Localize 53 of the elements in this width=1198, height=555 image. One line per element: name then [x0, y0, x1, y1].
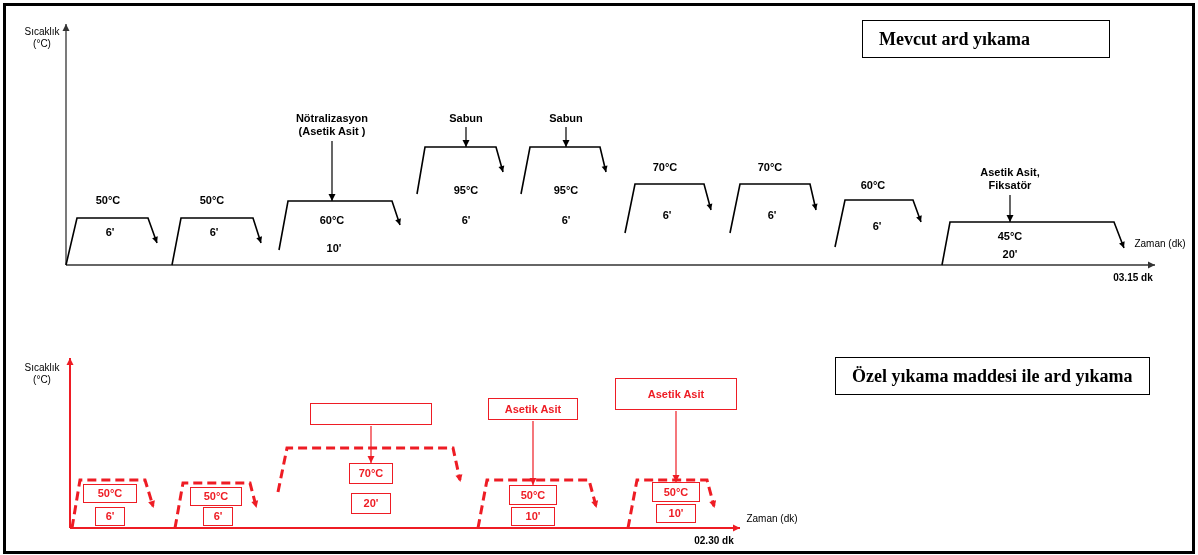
temperature-label: 70°C: [652, 160, 678, 174]
duration-label: 6': [767, 208, 777, 222]
duration-label: 6': [872, 219, 882, 233]
axis-title: Zaman (dk): [1133, 238, 1187, 250]
arrow: [462, 126, 470, 148]
title-box: Özel yıkama maddesi ile ard yıkama: [835, 357, 1150, 395]
duration-label: 6': [105, 225, 115, 239]
chemical-label: Sabun: [545, 112, 587, 125]
arrow: [328, 140, 336, 202]
value-box: 50°C: [509, 485, 557, 505]
chemical-label: Asetik Asit, Fiksatör: [965, 166, 1055, 192]
axis-title: Sıcaklık (°C): [23, 362, 61, 386]
temperature-label: 60°C: [860, 178, 886, 192]
chemical-box: Asetik Asit: [615, 378, 737, 410]
temperature-label: 60°C: [319, 213, 345, 227]
time-total-label: 03.15 dk: [1112, 272, 1154, 284]
duration-label: 20': [1002, 247, 1018, 261]
duration-label: 6': [209, 225, 219, 239]
value-box: 50°C: [190, 487, 242, 506]
value-box: 10': [656, 504, 696, 523]
value-box: 70°C: [349, 463, 393, 484]
temperature-label: 50°C: [199, 193, 225, 207]
value-box: 6': [95, 507, 125, 526]
temperature-label: 45°C: [997, 229, 1023, 243]
arrow: [1006, 194, 1014, 223]
value-box: 50°C: [83, 484, 137, 503]
duration-label: 10': [326, 241, 342, 255]
axis-title: Sıcaklık (°C): [23, 26, 61, 50]
duration-label: 6': [561, 213, 571, 227]
axis-title: Zaman (dk): [745, 513, 799, 525]
temperature-step: [942, 222, 1128, 265]
chemical-label: Sabun: [445, 112, 487, 125]
duration-label: 6': [461, 213, 471, 227]
value-box: 50°C: [652, 482, 700, 502]
temperature-label: 95°C: [553, 183, 579, 197]
empty-box: [310, 403, 432, 425]
duration-label: 6': [662, 208, 672, 222]
value-box: 6': [203, 507, 233, 526]
value-box: 10': [511, 507, 555, 526]
temperature-step: [835, 178, 925, 249]
arrow: [562, 126, 570, 148]
temperature-label: 50°C: [95, 193, 121, 207]
title-box: Mevcut ard yıkama: [862, 20, 1110, 58]
time-total-label: 02.30 dk: [693, 535, 735, 547]
temperature-step: [625, 160, 715, 235]
value-box: 20': [351, 493, 391, 514]
arrow: [529, 420, 537, 486]
chemical-label: Nötralizasyon (Asetik Asit ): [287, 112, 377, 138]
temperature-label: 95°C: [453, 183, 479, 197]
arrow: [367, 425, 375, 464]
temperature-step: [730, 160, 820, 235]
temperature-label: 70°C: [757, 160, 783, 174]
chemical-box: Asetik Asit: [488, 398, 578, 420]
